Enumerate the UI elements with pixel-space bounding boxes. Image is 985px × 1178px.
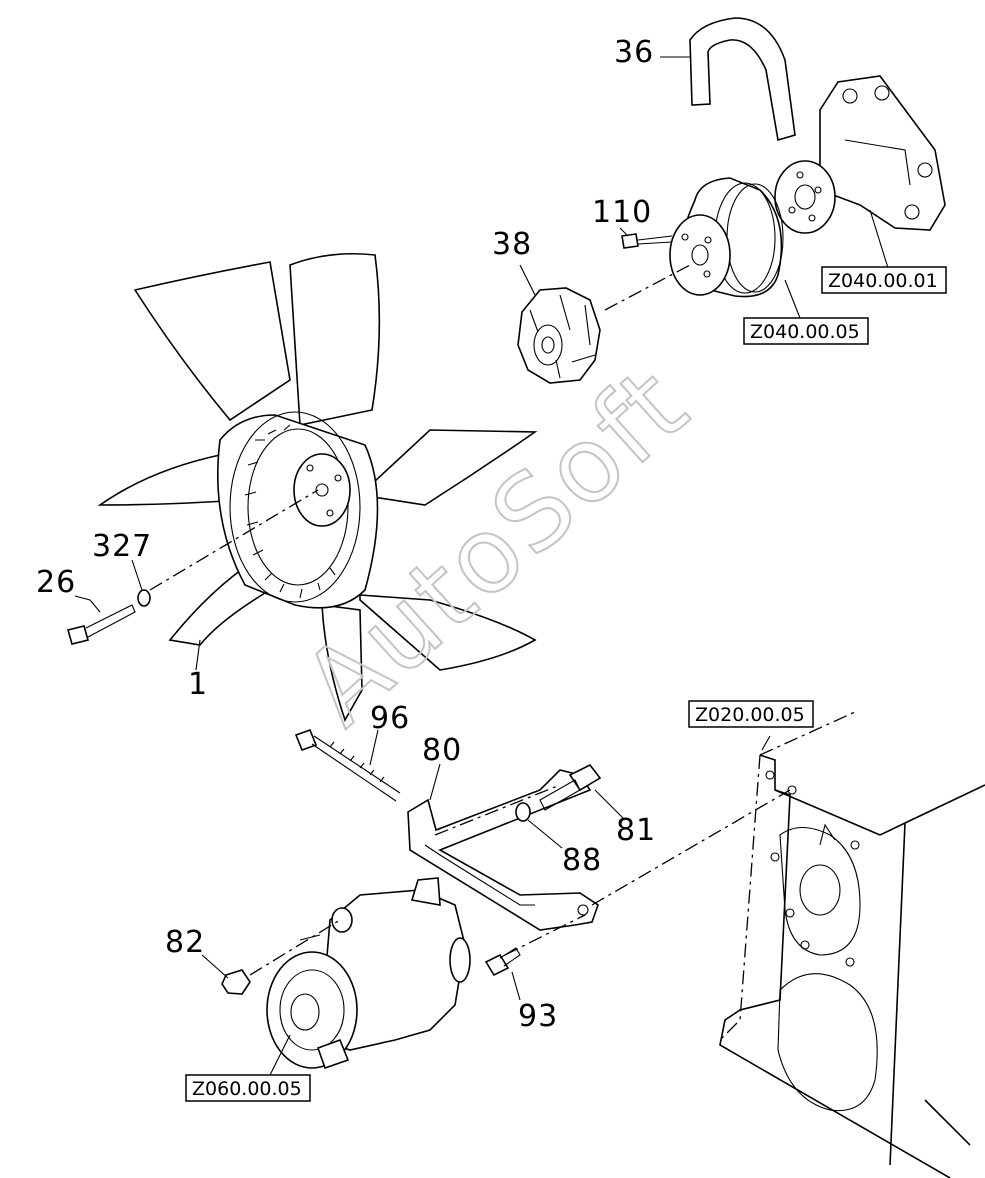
- callout-81: 81: [616, 813, 656, 848]
- callout-82: 82: [165, 925, 205, 960]
- callout-96: 96: [370, 701, 410, 736]
- fan-bolt-part: [67, 604, 136, 645]
- ref-box-alternator[interactable]: Z060.00.05: [185, 1074, 311, 1102]
- callout-327: 327: [92, 529, 152, 564]
- drive-belt-part: [689, 17, 796, 142]
- ref-alternator-label: Z060.00.05: [192, 1078, 302, 1100]
- ref-water-pump-label: Z040.00.01: [828, 270, 938, 292]
- assembly-lines: [149, 264, 791, 976]
- callout-110: 110: [592, 195, 652, 230]
- alternator-part: [266, 877, 471, 1070]
- water-pump-part: [774, 75, 946, 234]
- ref-pulley-label: Z040.00.05: [750, 321, 860, 343]
- alternator-bolt-part: [484, 947, 521, 977]
- fan-pulley-part: [669, 177, 784, 298]
- callout-26: 26: [36, 565, 76, 600]
- callout-88: 88: [562, 843, 602, 878]
- callout-80: 80: [422, 733, 462, 768]
- ref-box-pulley[interactable]: Z040.00.05: [743, 317, 869, 345]
- adjust-bolt-part: [294, 728, 401, 802]
- leader-lines: [74, 56, 889, 1076]
- callout-1: 1: [188, 667, 208, 702]
- washer-part: [137, 589, 151, 607]
- cooling-fan-part: [97, 252, 538, 722]
- ref-box-water-pump[interactable]: Z040.00.01: [821, 266, 947, 294]
- fan-spacer-part: [517, 287, 601, 384]
- pulley-bolt-part: [621, 233, 673, 249]
- ref-box-cylinder-block[interactable]: Z020.00.05: [688, 700, 814, 728]
- bracket-washer-part: [515, 802, 531, 822]
- callout-93: 93: [518, 999, 558, 1034]
- callout-38: 38: [492, 227, 532, 262]
- bracket-bolt-part: [539, 763, 602, 811]
- cylinder-block-part: [719, 711, 985, 1178]
- callout-36: 36: [614, 35, 654, 70]
- ref-cylinder-block-label: Z020.00.05: [695, 704, 805, 726]
- alternator-nut-part: [221, 969, 251, 995]
